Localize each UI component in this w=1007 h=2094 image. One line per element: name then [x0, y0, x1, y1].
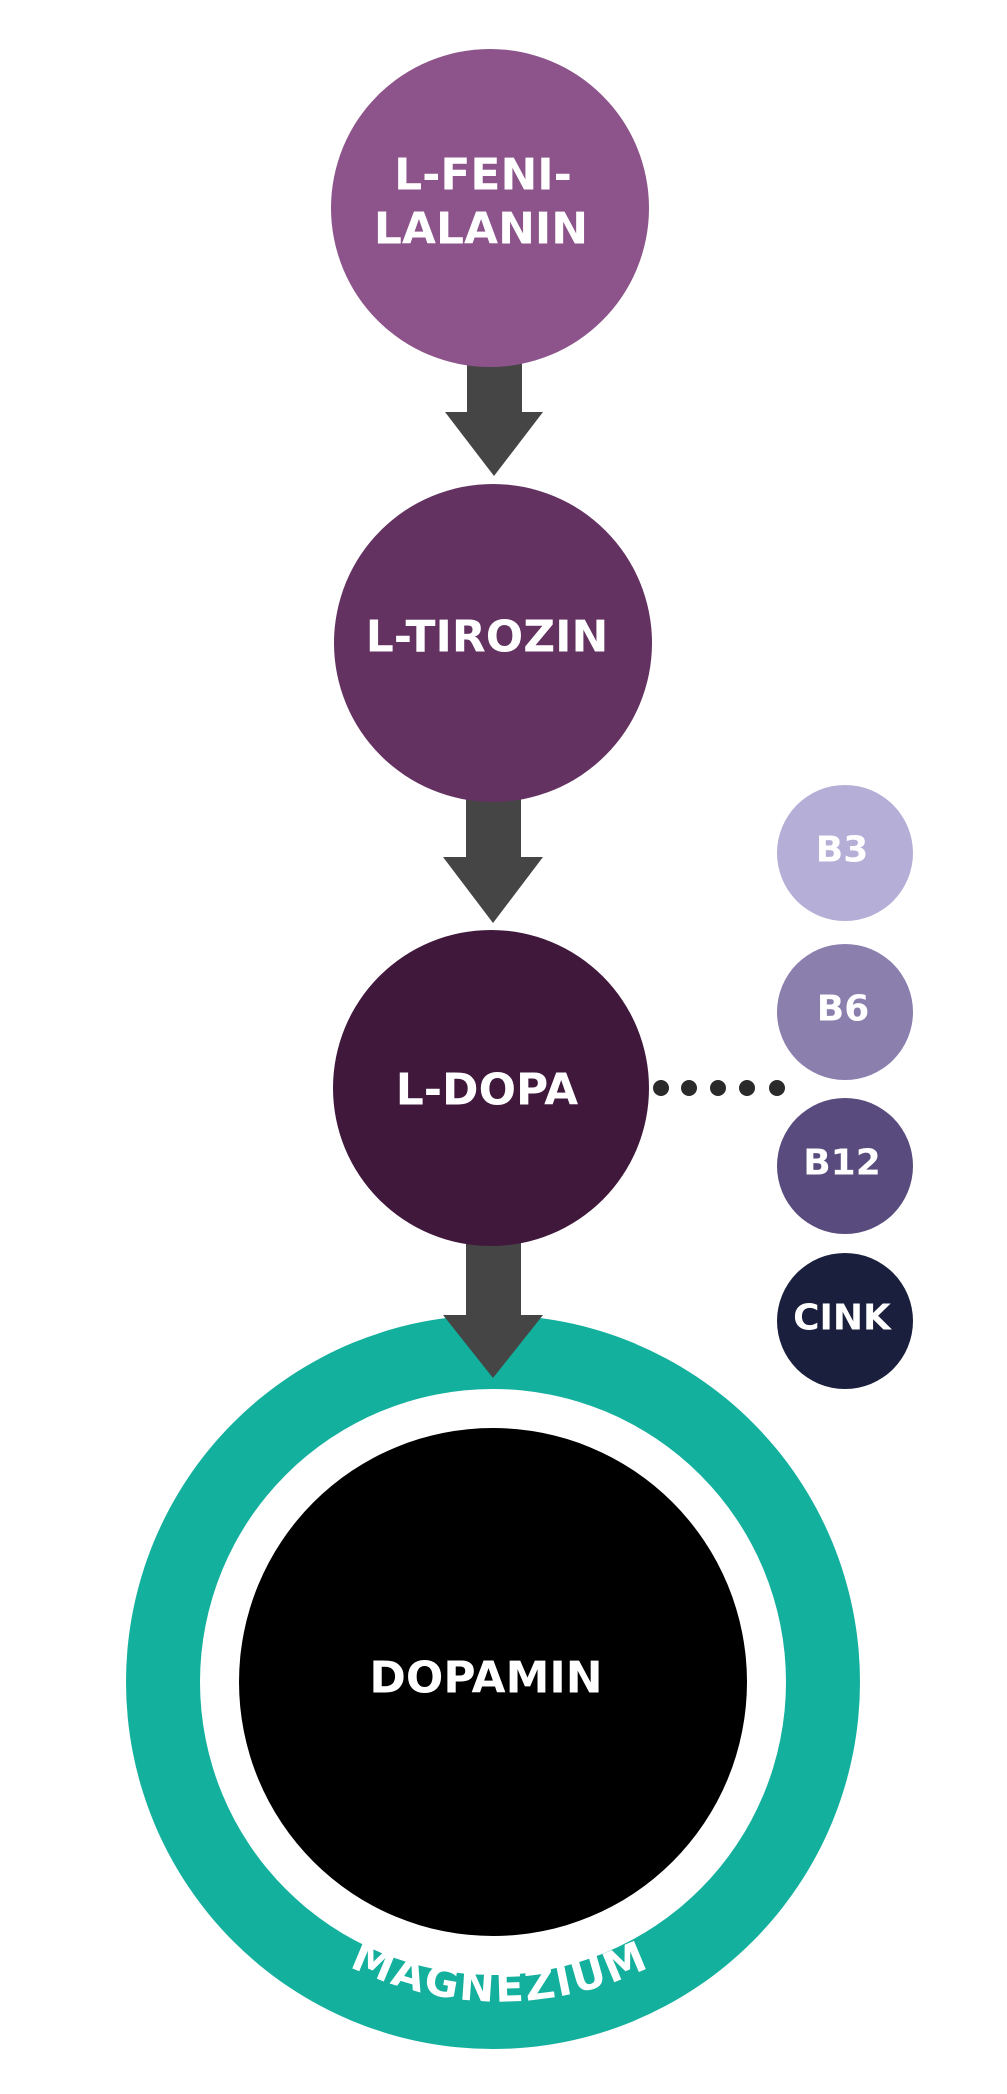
cofactor-cink: CINK: [777, 1253, 913, 1389]
cofactor-b3-circle: [777, 785, 913, 921]
tyrosine-node: [334, 484, 652, 802]
cofactor-cink-circle: [777, 1253, 913, 1389]
phenylalanine-label-line2: LALANIN: [374, 204, 588, 255]
dopa-label: L-DOPA: [396, 1065, 579, 1116]
tyrosine-label: L-TIROZIN: [366, 612, 609, 663]
cofactor-b3: B3: [777, 785, 913, 921]
cofactor-b6-label: B6: [817, 989, 870, 1030]
dopa-node: [333, 930, 649, 1246]
cofactor-b12-circle: [777, 1098, 913, 1234]
cofactor-b12-label: B12: [803, 1143, 881, 1184]
phenylalanine-node: [331, 49, 649, 367]
arrow-3: [443, 1240, 543, 1378]
dotted-connector: [653, 1080, 785, 1096]
dopamine-label: DOPAMIN: [369, 1653, 602, 1704]
cofactor-b3-label: B3: [816, 830, 869, 871]
arrow-1: [445, 360, 543, 476]
dopamine-node: [239, 1428, 747, 1936]
phenylalanine-label-line1: L-FENI-: [394, 150, 572, 201]
cofactor-b6: B6: [777, 944, 913, 1080]
cofactor-b12: B12: [777, 1098, 913, 1234]
cofactor-b6-circle: [777, 944, 913, 1080]
arrow-2: [443, 795, 543, 923]
cofactor-cink-label: CINK: [793, 1298, 892, 1339]
